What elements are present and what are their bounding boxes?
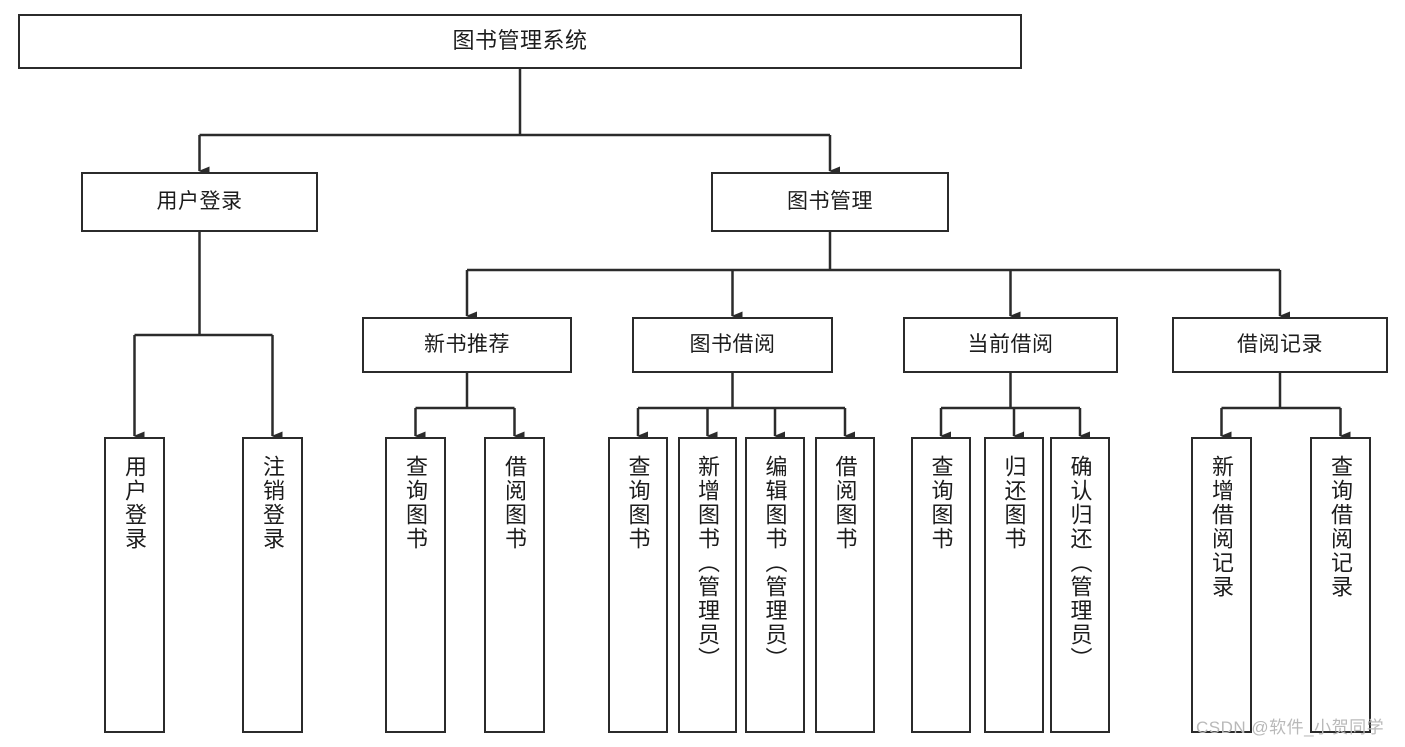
node-label: 确认归还（管理员）: [1067, 455, 1093, 671]
node-label: 借阅图书: [832, 455, 858, 551]
node-label: 查询借阅记录: [1328, 455, 1354, 599]
node-leaf-add-borrow-record[interactable]: 新增借阅记录: [1191, 437, 1252, 733]
node-label: 图书管理系统: [452, 28, 588, 54]
node-label: 借阅记录: [1237, 333, 1323, 357]
node-label: 用户登录: [122, 455, 148, 551]
node-leaf-query-book-2[interactable]: 查询图书: [608, 437, 668, 733]
node-book-manage[interactable]: 图书管理: [711, 172, 949, 232]
node-label: 归还图书: [1001, 455, 1027, 551]
node-label: 查询图书: [625, 455, 651, 551]
node-leaf-add-book-admin[interactable]: 新增图书（管理员）: [678, 437, 737, 733]
node-leaf-return-book[interactable]: 归还图书: [984, 437, 1044, 733]
node-label: 查询图书: [928, 455, 954, 551]
node-leaf-borrow-book-1[interactable]: 借阅图书: [484, 437, 545, 733]
node-leaf-edit-book-admin[interactable]: 编辑图书（管理员）: [745, 437, 805, 733]
node-leaf-user-login[interactable]: 用户登录: [104, 437, 165, 733]
node-leaf-confirm-return-admin[interactable]: 确认归还（管理员）: [1050, 437, 1110, 733]
csdn-watermark: CSDN @软件_小贺同学: [1196, 718, 1385, 737]
node-borrow-record[interactable]: 借阅记录: [1172, 317, 1388, 373]
node-current-borrow[interactable]: 当前借阅: [903, 317, 1118, 373]
node-label: 借阅图书: [502, 455, 528, 551]
node-label: 新增借阅记录: [1209, 455, 1235, 599]
node-label: 图书借阅: [689, 333, 776, 357]
node-new-book-recommend[interactable]: 新书推荐: [362, 317, 572, 373]
node-leaf-user-logout[interactable]: 注销登录: [242, 437, 303, 733]
node-label: 注销登录: [260, 455, 286, 551]
node-leaf-query-book-3[interactable]: 查询图书: [911, 437, 971, 733]
node-label: 查询图书: [403, 455, 429, 551]
node-label: 新书推荐: [424, 333, 510, 357]
node-label: 当前借阅: [967, 333, 1054, 357]
node-label: 图书管理: [787, 190, 873, 214]
node-leaf-query-borrow-record[interactable]: 查询借阅记录: [1310, 437, 1371, 733]
node-leaf-borrow-book-2[interactable]: 借阅图书: [815, 437, 875, 733]
node-label: 编辑图书（管理员）: [762, 455, 788, 671]
node-label: 用户登录: [156, 190, 243, 214]
node-book-borrow[interactable]: 图书借阅: [632, 317, 833, 373]
node-leaf-query-book-1[interactable]: 查询图书: [385, 437, 446, 733]
node-root[interactable]: 图书管理系统: [18, 14, 1022, 69]
node-user-login[interactable]: 用户登录: [81, 172, 318, 232]
node-label: 新增图书（管理员）: [695, 455, 721, 671]
